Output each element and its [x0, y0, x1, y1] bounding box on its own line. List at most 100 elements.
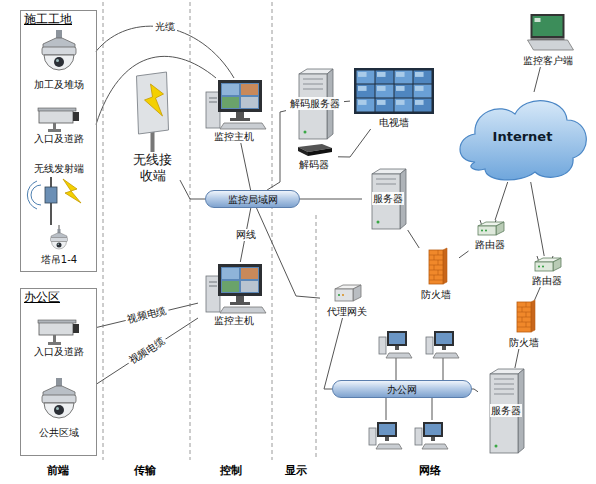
icon-rect	[396, 100, 405, 105]
icon-rect	[531, 14, 565, 38]
icon-path	[27, 181, 37, 209]
network-band: 监控局域网	[205, 190, 300, 208]
icon-polygon	[531, 300, 535, 332]
icon-polygon	[145, 84, 164, 116]
device-label: 监控主机	[198, 130, 270, 143]
icon-rect	[395, 99, 413, 112]
icon-rect	[51, 238, 68, 242]
cable-label: 网线	[234, 229, 258, 241]
device-label: 入口及道路	[22, 345, 96, 358]
connector-line	[472, 389, 478, 392]
icon-circle	[495, 445, 498, 448]
device-node: 服务器	[478, 368, 534, 454]
device-label: 路由器	[466, 238, 514, 251]
area-heading: 办公区	[21, 289, 96, 306]
device-label: 监控主机	[198, 314, 270, 327]
device-label: 代理网关	[320, 305, 374, 318]
device-node: 加工及堆场	[22, 30, 96, 91]
connector-line	[534, 67, 540, 92]
device-node: 防火墙	[501, 300, 547, 349]
icon-rect	[218, 264, 262, 296]
fw-icon	[503, 300, 545, 336]
network-name: 监控局域网	[228, 193, 278, 206]
icon-rect	[48, 129, 61, 132]
office-computer	[369, 422, 402, 449]
icon-rect	[73, 324, 79, 333]
icon-rect	[533, 16, 563, 36]
boxcam-icon	[24, 315, 94, 345]
icon-rect	[358, 100, 367, 105]
device-label: 无线接收端	[132, 152, 174, 184]
icon-rect	[230, 118, 250, 121]
icon-circle	[58, 244, 60, 246]
icon-polygon	[528, 40, 574, 50]
icon-rect	[354, 68, 434, 114]
icon-rect	[517, 302, 531, 332]
icon-rect	[221, 267, 259, 293]
icon-line	[438, 250, 439, 255]
icon-rect	[358, 86, 367, 91]
divider-line	[272, 2, 273, 460]
column-dividers	[103, 2, 316, 460]
device-node: 解码服务器	[286, 68, 344, 140]
icon-line	[517, 317, 531, 318]
icon-rect	[241, 268, 258, 279]
icon-rect	[478, 226, 496, 235]
icon-line	[434, 265, 435, 270]
icon-rect	[241, 281, 258, 292]
router-icon	[468, 220, 512, 238]
device-node: 路由器	[466, 220, 514, 251]
connector-line	[338, 129, 371, 157]
icon-polygon	[496, 222, 504, 235]
icon-path	[51, 233, 67, 238]
icon-rect	[396, 86, 405, 91]
icon-rect	[415, 100, 424, 105]
column-label: 传输	[134, 463, 156, 478]
device-node: 防火墙	[413, 248, 459, 301]
icon-rect	[221, 83, 259, 109]
device-label: 加工及堆场	[22, 78, 96, 91]
decoder-icon	[292, 142, 336, 158]
icon-circle	[57, 243, 62, 248]
icon-rect	[415, 86, 424, 91]
icon-rect	[357, 71, 375, 84]
divider-line	[103, 2, 104, 460]
icon-rect	[73, 112, 79, 121]
icon-rect	[38, 108, 76, 111]
icon-line	[517, 327, 531, 328]
column-label: 显示	[285, 463, 307, 478]
connector-line	[257, 208, 321, 298]
connector-line	[515, 349, 519, 368]
connector-line	[531, 182, 545, 256]
connector-line	[96, 303, 198, 328]
icon-line	[303, 89, 323, 90]
icon-line	[517, 312, 531, 313]
icon-polygon	[220, 307, 266, 313]
icon-circle	[56, 407, 59, 410]
device-node: 监控主机	[198, 262, 270, 327]
connector-line	[96, 318, 198, 384]
icon-path	[43, 386, 75, 396]
icon-line	[494, 394, 514, 395]
device-label: 无线发射端	[22, 162, 96, 175]
icon-line	[438, 270, 439, 275]
icon-line	[522, 307, 523, 312]
connector-line	[180, 180, 205, 199]
icon-line	[494, 384, 514, 385]
wire	[443, 358, 444, 380]
icon-rect	[222, 84, 239, 95]
device-node: 监控主机	[198, 78, 270, 143]
icon-polygon	[353, 285, 361, 301]
icon-circle	[377, 221, 380, 224]
device-node: 公共区域	[22, 378, 96, 439]
tx-icon	[24, 175, 94, 225]
icon-line	[526, 322, 527, 327]
icon-circle	[304, 131, 307, 134]
device-label: 电视墙	[350, 116, 438, 129]
cloud-label: Internet	[455, 92, 590, 182]
icon-rect	[377, 72, 386, 77]
icon-line	[209, 98, 217, 99]
connector-line	[535, 287, 541, 300]
icon-rect	[395, 71, 413, 84]
icon-polygon	[553, 258, 561, 271]
